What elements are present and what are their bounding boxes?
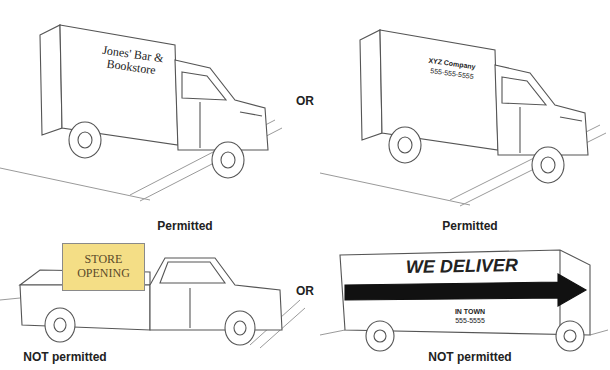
caption-label: NOT permitted: [428, 351, 511, 364]
van-lettering: IN TOWN: [455, 308, 485, 316]
caption-label: NOT permitted: [23, 351, 106, 364]
van-lettering: WE DELIVER: [406, 256, 518, 278]
permitted-truck: [40, 25, 268, 178]
caption-label: Permitted: [157, 220, 212, 233]
not-permitted-van: [340, 250, 590, 351]
not-permitted-pickup: [20, 258, 282, 345]
or-label: OR: [296, 285, 314, 298]
sign-text: STORE OPENING: [63, 253, 144, 281]
van-lettering: 555-5555: [455, 317, 485, 325]
caption-label: Permitted: [442, 220, 497, 233]
or-label: OR: [296, 95, 314, 108]
sign-board: STORE OPENING: [62, 243, 145, 291]
